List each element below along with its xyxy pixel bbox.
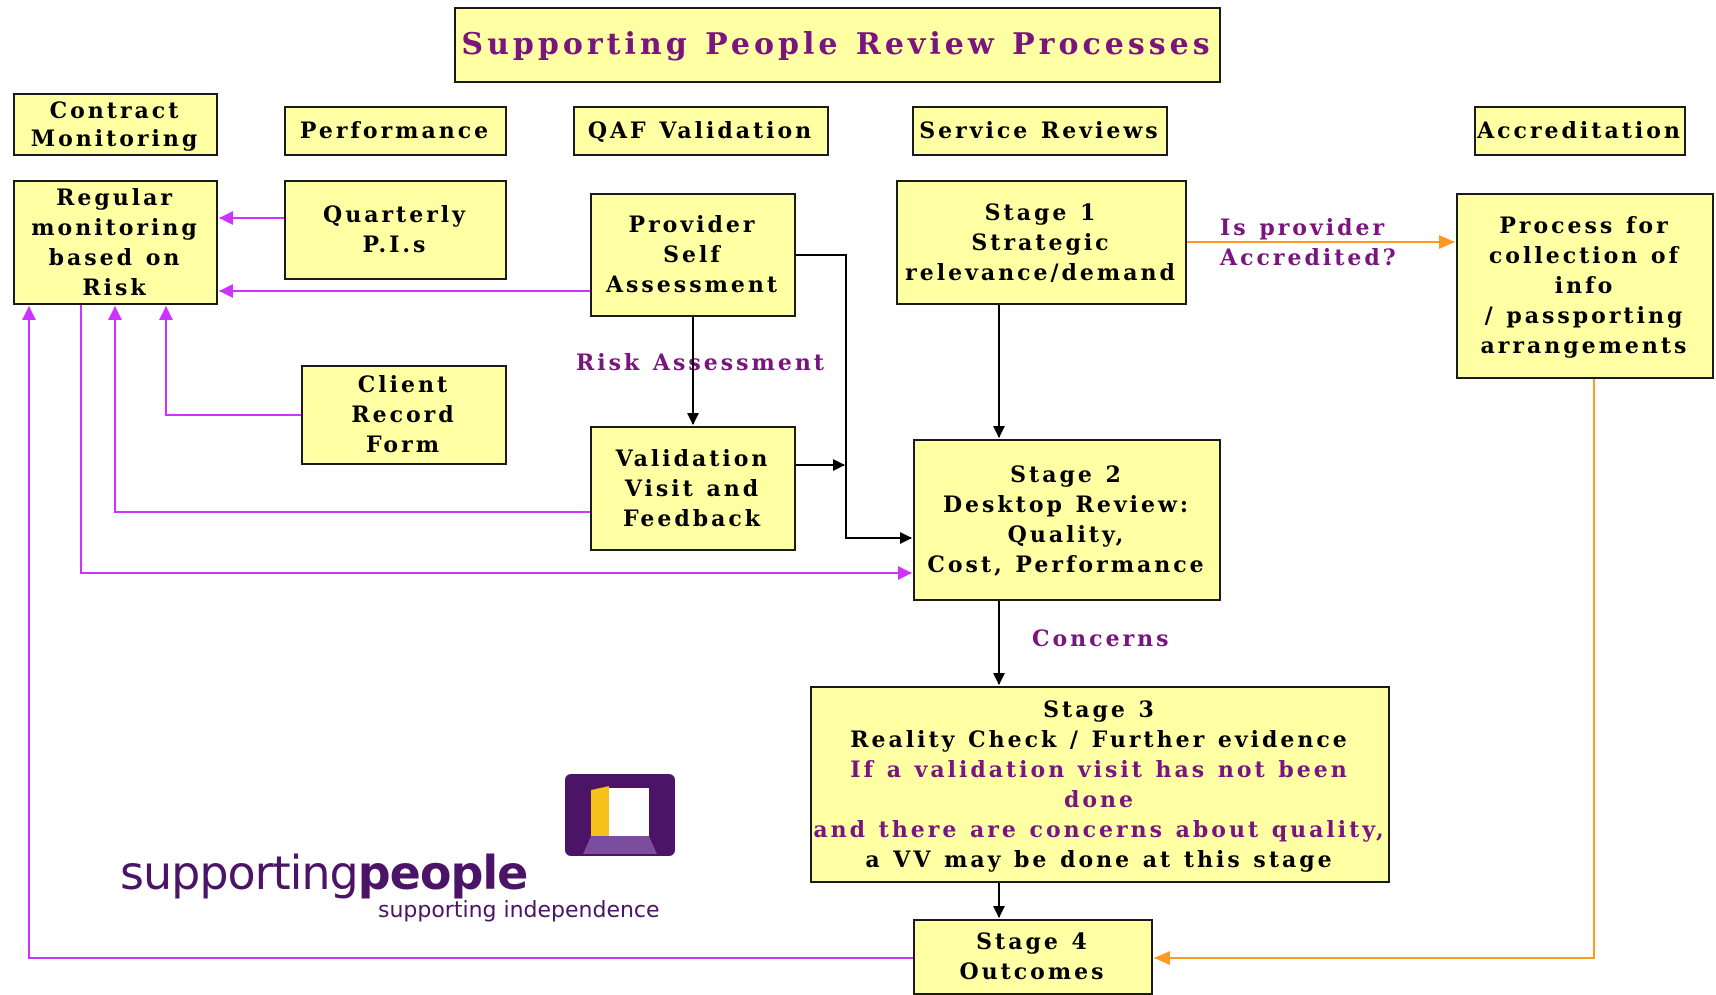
- node-stage2-line3: Quality,: [1007, 522, 1127, 548]
- node-regular-monitoring-line3: based on Risk: [48, 244, 183, 301]
- node-provider-self-assessment-line2: Self: [663, 242, 723, 268]
- node-client-record-form-line1: Client: [357, 372, 451, 398]
- edge-label-risk-assessment: Risk Assessment: [576, 350, 827, 376]
- edge-label-is-provider: Is provider: [1220, 215, 1388, 241]
- node-stage4: Stage 4 Outcomes: [913, 919, 1153, 995]
- node-stage3-line1: Stage 3: [1043, 696, 1157, 723]
- node-client-record-form-line2: Record: [351, 402, 457, 428]
- node-quarterly-pis-line2: P.I.s: [362, 232, 429, 258]
- arrow-client-record-to-monitoring: [159, 306, 301, 416]
- header-contract-monitoring-line2: Monitoring: [30, 125, 201, 152]
- header-performance: Performance: [284, 106, 507, 156]
- logo-tagline: supporting independence: [378, 898, 660, 923]
- node-validation-visit-line3: Feedback: [622, 505, 764, 532]
- header-qaf-validation: QAF Validation: [573, 106, 829, 156]
- node-provider-self-assessment-line1: Provider: [628, 212, 758, 238]
- node-accreditation-process-line4: arrangements: [1480, 333, 1690, 359]
- edge-label-accredited: Accredited?: [1220, 245, 1399, 271]
- header-contract-monitoring: Contract Monitoring: [13, 93, 218, 156]
- node-stage4-line2: Outcomes: [959, 959, 1107, 985]
- header-qaf-validation-text: QAF Validation: [587, 118, 815, 144]
- node-stage1-line3: relevance/demand: [905, 259, 1178, 286]
- node-regular-monitoring: Regular monitoring based on Risk: [13, 180, 218, 305]
- logo-wordmark: supportingpeople: [120, 846, 529, 900]
- node-regular-monitoring-line1: Regular: [56, 184, 175, 211]
- node-stage2: Stage 2 Desktop Review: Quality, Cost, P…: [913, 439, 1221, 601]
- node-stage2-line2: Desktop Review:: [942, 492, 1192, 518]
- header-accreditation: Accreditation: [1474, 106, 1686, 156]
- node-provider-self-assessment: Provider Self Assessment: [590, 193, 796, 317]
- node-stage3-line-last: a VV may be done at this stage: [865, 846, 1335, 873]
- diagram-title-text: Supporting People Review Processes: [461, 27, 1214, 62]
- arrow-monitoring-to-stage2: [80, 305, 912, 580]
- supporting-people-logo-mark: [565, 774, 675, 856]
- node-stage4-line1: Stage 4: [976, 929, 1090, 955]
- node-stage1-line1: Stage 1: [984, 199, 1099, 226]
- arrow-validation-to-monitoring: [108, 306, 590, 513]
- node-provider-self-assessment-line3: Assessment: [605, 272, 781, 298]
- node-client-record-form: Client Record Form: [301, 365, 507, 465]
- header-accreditation-text: Accreditation: [1477, 118, 1683, 144]
- node-stage1-line2: Strategic: [971, 229, 1112, 256]
- arrow-self-assessment-to-stage2: [796, 254, 912, 544]
- header-performance-text: Performance: [299, 118, 492, 144]
- node-stage2-line1: Stage 2: [1010, 462, 1124, 488]
- header-contract-monitoring-line1: Contract: [49, 97, 182, 124]
- header-service-reviews-text: Service Reviews: [919, 118, 1161, 144]
- node-validation-visit: Validation Visit and Feedback: [590, 426, 796, 551]
- node-accreditation-process-line1: Process for: [1499, 213, 1671, 239]
- node-stage3: Stage 3 Reality Check / Further evidence…: [810, 686, 1390, 883]
- node-regular-monitoring-line2: monitoring: [31, 214, 200, 241]
- node-stage1: Stage 1 Strategic relevance/demand: [896, 180, 1187, 305]
- node-stage3-line2: Reality Check / Further evidence: [850, 726, 1350, 753]
- node-stage2-line4: Cost, Performance: [927, 552, 1207, 578]
- node-stage3-highlight1: If a validation visit has not been done: [850, 756, 1350, 813]
- edge-label-concerns: Concerns: [1032, 626, 1172, 652]
- node-accreditation-process-line2: collection of info: [1488, 243, 1682, 299]
- header-service-reviews: Service Reviews: [912, 106, 1168, 156]
- node-stage3-highlight2: and there are concerns about quality,: [813, 816, 1387, 843]
- arrow-stage4-to-monitoring: [22, 306, 913, 959]
- node-validation-visit-line1: Validation: [615, 445, 771, 472]
- node-accreditation-process-line3: / passporting: [1484, 303, 1686, 329]
- node-client-record-form-line3: Form: [366, 432, 442, 458]
- logo-word-supporting: supporting: [120, 846, 359, 900]
- logo-word-people: people: [357, 846, 529, 900]
- node-validation-visit-line2: Visit and: [624, 475, 762, 502]
- node-accreditation-process: Process for collection of info / passpor…: [1456, 193, 1714, 379]
- node-quarterly-pis-line1: Quarterly: [323, 202, 468, 228]
- edge-label-is-provider-accredited: Is provider Accredited?: [1220, 213, 1399, 273]
- node-quarterly-pis: Quarterly P.I.s: [284, 180, 507, 280]
- arrow-accreditation-to-stage4: [1154, 379, 1595, 965]
- diagram-title: Supporting People Review Processes: [454, 7, 1221, 83]
